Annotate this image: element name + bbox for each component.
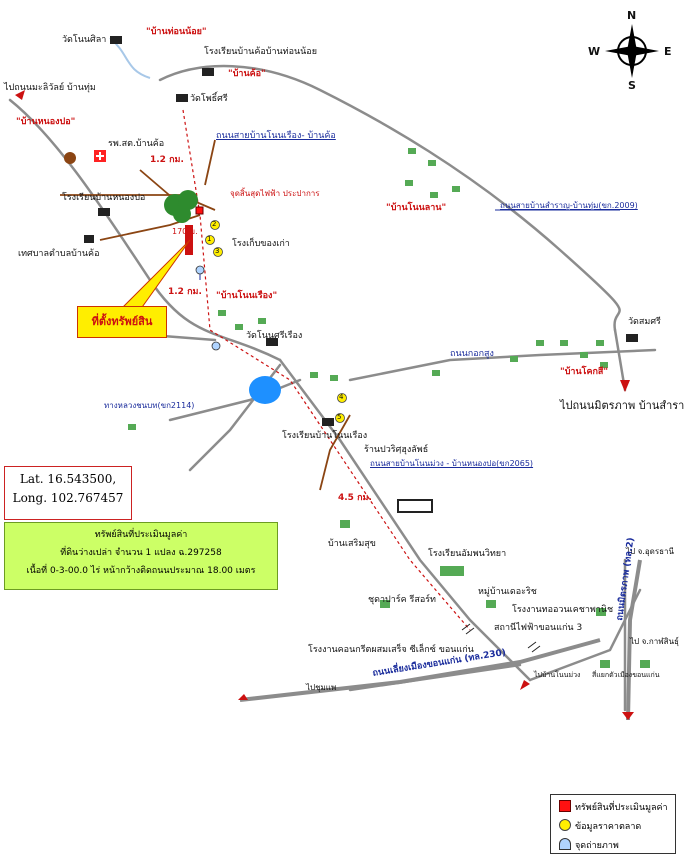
marker-number-2: 2 <box>212 220 217 228</box>
label-school-tha-non-noi: โรงเรียนบ้านค้อบ้านท่อนน้อย <box>204 47 317 57</box>
label-road-2065: ถนนสายบ้านโนนม่วง - บ้านหนองปอ(ขก2065) <box>370 459 534 468</box>
property-plot <box>185 225 193 255</box>
compass-w: W <box>588 45 601 58</box>
info-line-2: ที่ดินว่างเปล่า จำนวน 1 แปลง ฉ.297258 <box>60 548 222 558</box>
direction-arrows <box>15 90 634 720</box>
landmark-icons <box>64 36 638 576</box>
power-line-icon <box>461 623 541 653</box>
latitude-text: Lat. 16.543500, <box>19 472 117 486</box>
highway-2 <box>626 559 642 721</box>
label-dist-1-2-top: 1.2 กม. <box>150 155 184 165</box>
label-to-mittraphap: ไปถนนมิตรภาพ บ้านสำราญ <box>560 399 684 412</box>
legend-label-photo: จุดถ่ายภาพ <box>575 841 619 851</box>
label-condo-park: ชุดาปาร์ค รีสอร์ท <box>368 595 436 605</box>
label-dist-1-2-bottom: 1.2 กม. <box>168 287 202 297</box>
label-school-amphan: โรงเรียนอัมพนวิทยา <box>428 549 507 559</box>
label-ban-non-ruang: "บ้านโนนเรือง" <box>216 291 278 301</box>
bypass-road <box>239 638 601 702</box>
tree-cluster <box>164 190 198 223</box>
map-legend: ทรัพย์สินที่ประเมินมูลค่า ข้อมูลราคาตลาด… <box>550 794 676 854</box>
label-dist-4-5: 4.5 กม. <box>338 493 372 503</box>
compass-n: N <box>627 9 637 22</box>
label-power-point: จุดสิ้นสุดไฟฟ้า ประปาการ <box>230 189 320 198</box>
longitude-text: Long. 102.767457 <box>12 491 124 505</box>
label-ban-non-lan: "บ้านโนนลาน" <box>386 203 447 213</box>
marker-number-5: 5 <box>337 413 342 421</box>
label-municipality: เทศบาลตำบลบ้านค้อ <box>18 249 100 259</box>
legend-row-market: ข้อมูลราคาตลาด <box>551 816 675 833</box>
label-ban-tha-non-noi: "บ้านท่อนน้อย" <box>146 27 207 37</box>
compass-icon <box>605 24 659 78</box>
label-power-station: สถานีไฟฟ้าขอนแก่น 3 <box>494 623 583 633</box>
label-shop-pawaris: ร้านปวริศฺฮุงลัพธ์ <box>364 445 429 455</box>
label-storage: โรงเก็บของเก่า <box>232 239 290 249</box>
compass-e: E <box>664 45 672 58</box>
label-ban-non-kok: "บ้านโคกสี" <box>560 367 609 377</box>
coordinates-box: Lat. 16.543500, Long. 102.767457 <box>4 466 132 520</box>
label-hospital: รพ.สต.บ้านค้อ <box>108 139 165 149</box>
info-line-3: เนื้อที่ 0-3-00.0 ไร่ หน้ากว้างติดถนนประ… <box>26 566 256 576</box>
label-ban-kho: "บ้านค้อ" <box>228 69 266 79</box>
market-data-markers <box>205 220 347 423</box>
yellow-circle-icon <box>559 819 571 831</box>
compass-rose: N S W E <box>588 9 672 92</box>
label-ban-sawang: บ้านเสริมสุข <box>328 539 376 549</box>
label-to-non-muang: ไปบ้านโนนม่วง <box>534 671 581 679</box>
hospital-icon <box>94 150 106 162</box>
compass-s: S <box>628 79 636 92</box>
label-concrete-factory: โรงงานคอนกรีตผสมเสร็จ ซีเล็กซ์ ขอนแก่น <box>308 645 474 655</box>
label-road-samran: ถนนสายบ้านสำราญ-บ้านทุ่ม(ขก.2009) <box>500 201 638 210</box>
label-village-decha: หมู่บ้านเดอะริช <box>478 587 537 597</box>
label-wat-nong-sila: วัดโนนศิลา <box>62 35 107 45</box>
label-school-non-ruang: โรงเรียนบ้านโนนเรือง <box>282 431 368 441</box>
label-dist-170m: 170 ม. <box>172 227 198 236</box>
label-road-kok-sung: ถนนกอกสูง <box>450 349 494 359</box>
label-factory-agri: โรงงานทออวนเคชาพานิช <box>512 605 614 615</box>
legend-row-photo: จุดถ่ายภาพ <box>551 835 675 852</box>
label-ban-nong-po: "บ้านหนองปอ" <box>16 117 76 127</box>
label-junction-khon-kaen: สี่แยกตัวเมืองขอนแก่น <box>592 671 660 679</box>
camera-point-icon <box>559 838 571 850</box>
label-school-nong-po: โรงเรียนบ้านหนองปอ <box>62 193 146 203</box>
label-to-mali: ไปถนนมะลิวัลย์ บ้านทุ่ม <box>4 83 96 93</box>
red-square-icon <box>559 800 571 812</box>
label-road-kho: ถนนสายบ้านโนนเรือง- บ้านค้อ <box>216 131 336 141</box>
property-info-box: ทรัพย์สินที่ประเมินมูลค่า ที่ดินว่างเปล่… <box>4 522 278 590</box>
marker-number-4: 4 <box>339 393 344 401</box>
label-wat-non-si-ruang: วัดโนนศรีเรือง <box>246 331 303 341</box>
label-to-chumphae: ไปชุมแพ <box>306 683 337 692</box>
info-line-1: ทรัพย์สินที่ประเมินมูลค่า <box>94 530 188 540</box>
property-marker <box>195 206 204 215</box>
label-wat-som-si: วัดสมศรี <box>628 317 661 327</box>
legend-label-market: ข้อมูลราคาตลาด <box>575 822 642 832</box>
legend-row-property: ทรัพย์สินที่ประเมินมูลค่า <box>551 797 675 814</box>
village-icons <box>128 148 650 668</box>
label-wat-pho-si: วัดโพธิ์ศรี <box>190 94 228 104</box>
marker-number-3: 3 <box>215 247 220 255</box>
callout-text: ที่ตั้งทรัพย์สิน <box>91 315 153 328</box>
marker-number-1: 1 <box>207 235 212 243</box>
legend-label-property: ทรัพย์สินที่ประเมินมูลค่า <box>575 803 668 813</box>
label-to-kalasin: ไป จ.กาฬสินธุ์ <box>630 637 679 646</box>
label-highway-2114: ทางหลวงชนบท(ขก2114) <box>104 401 195 410</box>
photo-point-icons <box>195 265 221 351</box>
property-location-callout: ที่ตั้งทรัพย์สิน <box>77 306 167 338</box>
label-to-udon: ไป จ.อุดรธานี <box>626 547 675 556</box>
lake <box>249 376 281 404</box>
